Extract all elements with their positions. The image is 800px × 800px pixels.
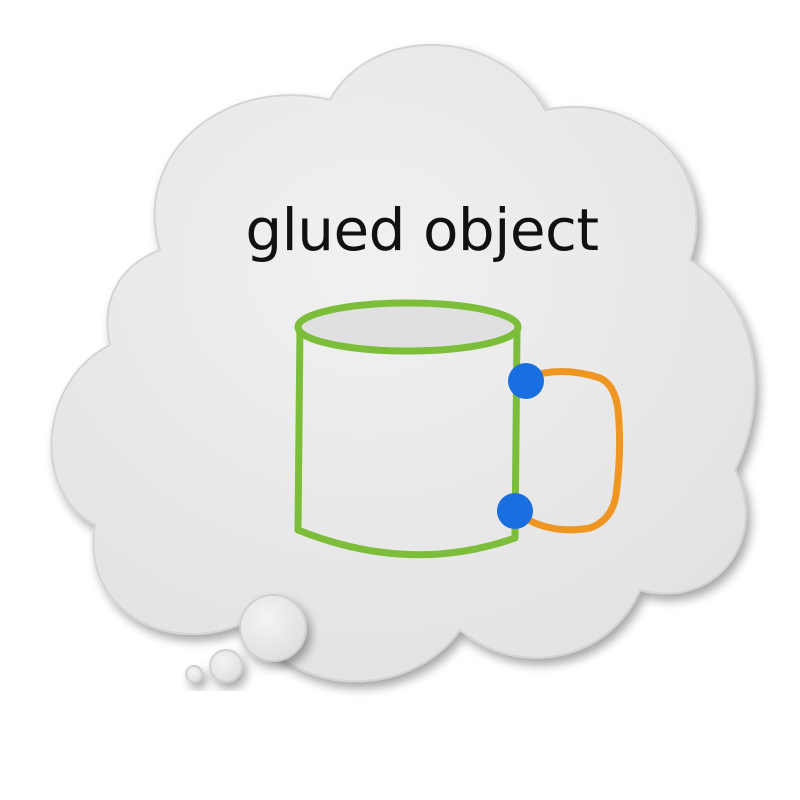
thought-bubble-large [239,594,307,662]
caption-text: glued object [245,196,598,264]
thought-bubble-medium [209,649,243,683]
glue-point-icon [497,493,533,529]
glue-point-icon [508,363,544,399]
glue-points [497,363,544,529]
thought-bubble-small [185,665,203,683]
mug-body [294,321,521,559]
mug-icon [294,299,522,559]
thought-bubble-icon [50,44,756,683]
mug-handle-icon [516,368,624,534]
small-thought-bubbles [185,594,307,683]
mug-rim [294,299,522,355]
